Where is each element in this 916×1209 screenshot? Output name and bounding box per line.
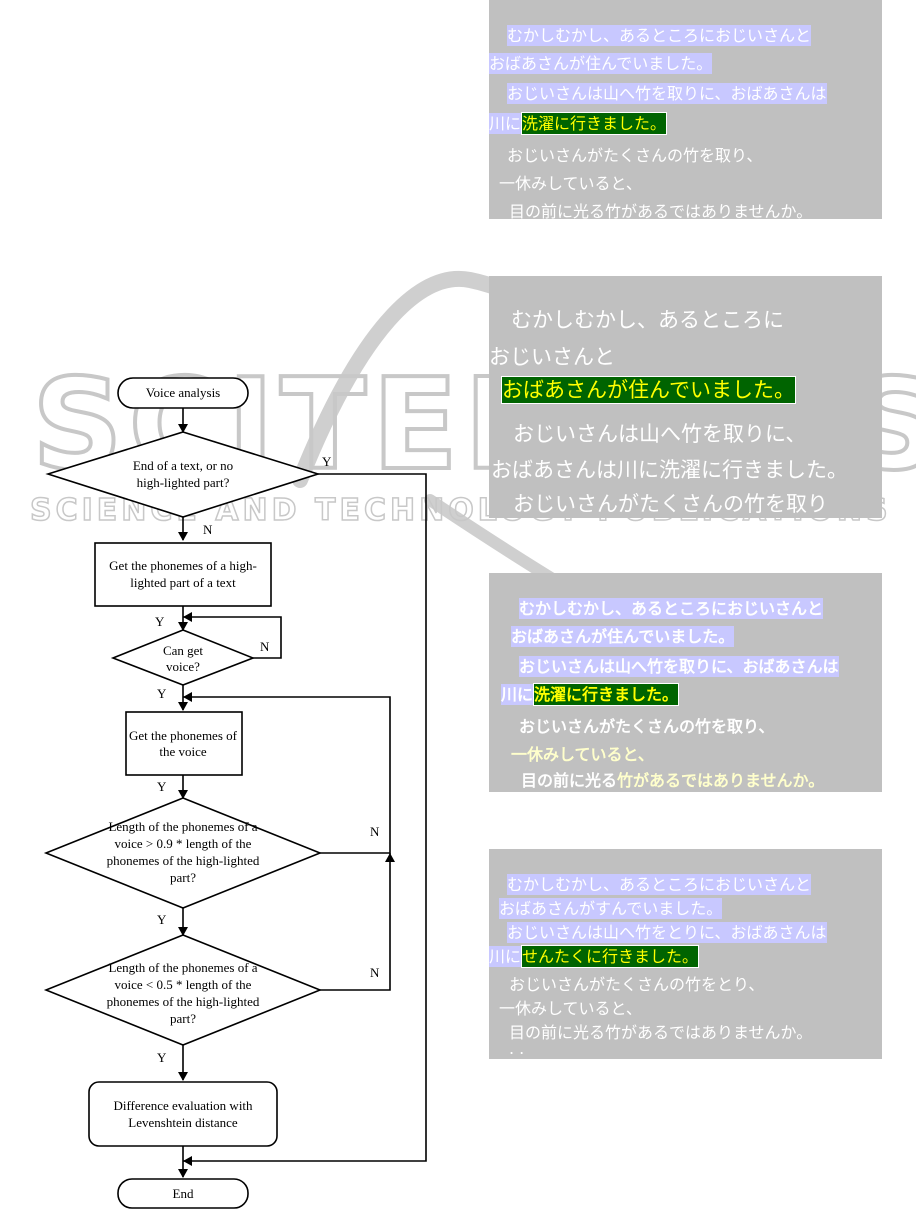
p1-line4a: 川に	[489, 113, 522, 134]
decision3-line4: part?	[170, 870, 196, 885]
start-label: Voice analysis	[146, 385, 221, 400]
decision-end-of-text	[45, 431, 321, 518]
flowchart-arrowheads	[178, 424, 395, 1178]
decision3-line3: phonemes of the high-lighted	[107, 853, 260, 868]
process1-line2: lighted part of a text	[130, 575, 236, 590]
label-d2-yes: Y	[157, 686, 167, 701]
p3-line2: おばあさんが住んでいました。	[511, 626, 735, 647]
p1-line1: むかしむかし、あるところにおじいさんと	[507, 25, 812, 46]
p2-line6: おじいさんがたくさんの竹を取り	[513, 492, 828, 516]
decision-length-over	[43, 797, 323, 909]
decision4-line3: phonemes of the high-lighted	[107, 994, 260, 1009]
p1-line7: 目の前に光る竹があるではありませんか。	[509, 202, 813, 219]
process2-line2: the voice	[159, 744, 207, 759]
decision4-line2: voice < 0.5 * length of the	[115, 977, 252, 992]
label-d1-no: N	[203, 522, 213, 537]
text-panel-2: むかしむかし、あるところに おじいさんと おばあさんが住んでいました。 おじいさ…	[489, 276, 882, 518]
p2-line5: おばあさんは川に洗濯に行きました。	[491, 458, 848, 482]
label-d1-yes: Y	[322, 454, 332, 469]
p1-selected-phrase: 洗濯に行きました。	[521, 112, 668, 135]
process3-line2: Levenshtein distance	[128, 1115, 238, 1130]
label-d2-no: N	[260, 639, 270, 654]
label-d4-no: N	[370, 965, 380, 980]
decision1-line2: high-lighted part?	[137, 475, 230, 490]
p3-line1: むかしむかし、あるところにおじいさんと	[519, 598, 824, 619]
label-d2-yes-top: Y	[155, 614, 165, 629]
end-terminal	[117, 1178, 249, 1209]
decision3-line2: voice > 0.9 * length of the	[115, 836, 252, 851]
decision3-line1: Length of the phonemes of a	[108, 819, 257, 834]
p1-line2: おばあさんが住んでいました。	[489, 53, 713, 74]
process-get-text-phonemes	[94, 542, 272, 607]
p4-line8: . .	[509, 1039, 525, 1058]
process3-line1: Difference evaluation with	[113, 1098, 253, 1113]
decision1-line1: End of a text, or no	[133, 458, 233, 473]
p4-line1: むかしむかし、あるところにおじいさんと	[507, 874, 812, 895]
flowchart-connectors	[182, 408, 427, 1177]
label-d4-yes: Y	[157, 1050, 167, 1065]
text-panel-1: むかしむかし、あるところにおじいさんと おばあさんが住んでいました。 おじいさん…	[489, 0, 882, 219]
p2-line4: おじいさんは山へ竹を取りに、	[513, 422, 807, 446]
p2-line1: むかしむかし、あるところに	[511, 308, 784, 332]
p2-line2: おじいさんと	[489, 345, 615, 369]
p3-line6: 一休みしていると、	[511, 745, 654, 764]
p3-selected-phrase: 洗濯に行きました。	[533, 683, 680, 706]
p4-line3: おじいさんは山へ竹をとりに、おばあさんは	[507, 922, 827, 943]
label-p2-yes: Y	[157, 779, 167, 794]
p4-line2: おばあさんがすんでいました。	[499, 898, 723, 919]
p1-line6: 一休みしていると、	[499, 174, 642, 193]
p3-line7b: 竹があるではありませんか。	[617, 771, 825, 790]
p3-line4a: 川に	[501, 684, 534, 705]
decision-can-get-voice	[110, 629, 256, 686]
p4-selected-phrase: せんたくに行きました。	[521, 945, 700, 968]
decision2-line1: Can get	[163, 643, 203, 658]
label-d3-yes: Y	[157, 912, 167, 927]
end-label: End	[173, 1186, 194, 1201]
decision-length-under	[43, 934, 323, 1046]
p2-selected-phrase: おばあさんが住んでいました。	[501, 376, 796, 404]
text-panel-4: むかしむかし、あるところにおじいさんと おばあさんがすんでいました。 おじいさん…	[489, 849, 882, 1059]
p3-line7a: 目の前に光る	[521, 771, 618, 790]
start-terminal	[117, 377, 249, 409]
process1-line1: Get the phonemes of a high-	[109, 558, 257, 573]
p4-line6: 一休みしていると、	[499, 999, 642, 1018]
label-d3-no: N	[370, 824, 380, 839]
text-panel-3: むかしむかし、あるところにおじいさんと おばあさんが住んでいました。 おじいさん…	[489, 573, 882, 792]
p1-line5: おじいさんがたくさんの竹を取り、	[507, 146, 763, 165]
p3-line5: おじいさんがたくさんの竹を取り、	[519, 717, 775, 736]
p4-line4a: 川に	[489, 946, 522, 967]
decision4-line1: Length of the phonemes of a	[108, 960, 257, 975]
p4-line5: おじいさんがたくさんの竹をとり、	[509, 975, 765, 994]
decision2-line2: voice?	[166, 659, 200, 674]
process-get-voice-phonemes	[125, 711, 243, 776]
p3-line3: おじいさんは山へ竹を取りに、おばあさんは	[519, 656, 839, 677]
process2-line1: Get the phonemes of	[129, 728, 238, 743]
decision4-line4: part?	[170, 1011, 196, 1026]
p4-line7: 目の前に光る竹があるではありませんか。	[509, 1023, 813, 1042]
p1-line3: おじいさんは山へ竹を取りに、おばあさんは	[507, 83, 827, 104]
process-levenshtein	[88, 1081, 278, 1147]
